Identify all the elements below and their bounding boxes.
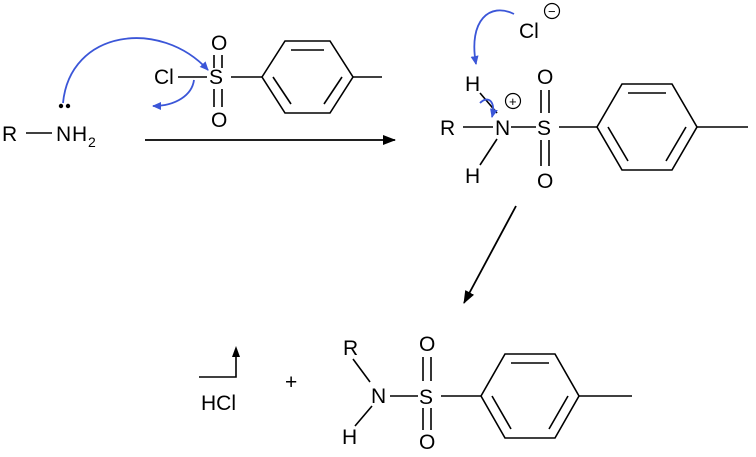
prod-s-label: S bbox=[419, 386, 433, 409]
int-h-top-label: H bbox=[465, 73, 480, 96]
gas-evolution-arrow bbox=[199, 350, 237, 378]
n-h-bond bbox=[479, 92, 498, 114]
int-o-bottom-label: O bbox=[537, 170, 553, 193]
sulfonamide: R N H S O O bbox=[342, 333, 632, 454]
amine-r-label: R bbox=[2, 123, 17, 146]
positive-charge-sign: + bbox=[509, 94, 517, 109]
tscl-o-top-label: O bbox=[211, 32, 227, 55]
ring-double-bond bbox=[272, 76, 292, 105]
hcl-label: HCl bbox=[201, 392, 236, 415]
amine: R N H 2 bbox=[2, 103, 96, 150]
amine-n-label: N bbox=[56, 123, 71, 146]
prod-o-bottom-label: O bbox=[419, 431, 435, 454]
chloride-label: Cl bbox=[519, 20, 539, 43]
ring-double-bond bbox=[607, 126, 629, 162]
ring-double-bond bbox=[323, 76, 343, 105]
r-n-bond bbox=[352, 358, 371, 383]
hcl-gas: HCl bbox=[199, 346, 240, 415]
negative-charge-sign: − bbox=[548, 4, 556, 19]
n-h-bond bbox=[479, 138, 498, 166]
ring-double-bond bbox=[548, 395, 569, 430]
int-h-bottom-label: H bbox=[465, 165, 480, 188]
tscl-s-label: S bbox=[209, 66, 223, 89]
prod-o-top-label: O bbox=[419, 333, 435, 356]
prod-r-label: R bbox=[343, 337, 358, 360]
chloride-leaving-arrow bbox=[152, 79, 195, 110]
lone-pair-dot bbox=[58, 103, 64, 109]
tscl-cl-label: Cl bbox=[154, 66, 174, 89]
prod-n-label: N bbox=[371, 385, 386, 408]
ring-double-bond bbox=[665, 126, 687, 162]
intermediate: R N + H H S O O Cl − bbox=[440, 2, 748, 193]
int-o-top-label: O bbox=[537, 66, 553, 89]
int-s-label: S bbox=[537, 117, 551, 140]
ring-double-bond bbox=[491, 395, 512, 430]
int-n-label: N bbox=[495, 117, 510, 140]
tscl-o-bottom-label: O bbox=[211, 109, 227, 132]
chloride-deprotonation-arrow bbox=[470, 9, 515, 65]
gas-arrow-head bbox=[232, 346, 240, 357]
int-r-label: R bbox=[440, 117, 455, 140]
amine-h-label: H bbox=[72, 123, 87, 146]
positive-charge-circle bbox=[504, 92, 522, 110]
lone-pair-dot bbox=[65, 103, 71, 109]
reaction-arrow-2 bbox=[463, 205, 517, 304]
benzene-ring bbox=[596, 83, 698, 171]
benzene-ring bbox=[261, 40, 354, 114]
tosyl-chloride: Cl S O O bbox=[154, 32, 382, 132]
negative-charge-circle bbox=[543, 2, 561, 20]
amine-subscript: 2 bbox=[88, 134, 96, 150]
prod-h-label: H bbox=[342, 426, 357, 449]
lone-pair-attack-arrow bbox=[62, 37, 209, 104]
n-h-bond bbox=[354, 405, 373, 427]
plus-sign: + bbox=[285, 371, 297, 394]
nh-bond-to-n-arrow bbox=[479, 98, 498, 118]
benzene-ring bbox=[480, 353, 580, 439]
